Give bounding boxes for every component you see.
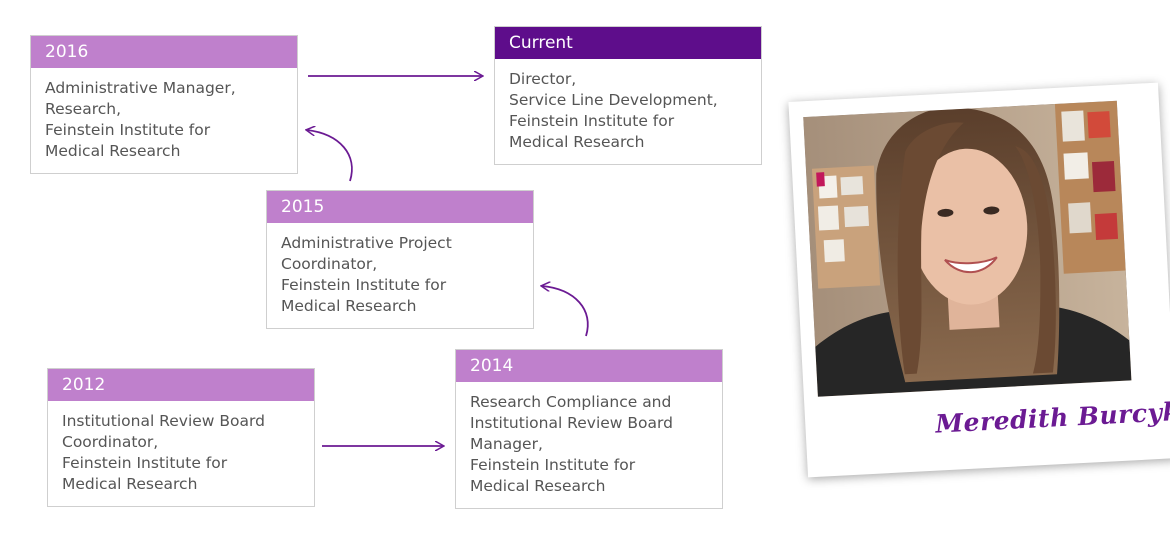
card-description: Institutional Review Board Coordinator, … (48, 401, 314, 495)
card-line: Coordinator, (281, 255, 378, 273)
card-year: 2012 (48, 369, 314, 401)
card-line: Institutional Review Board (62, 412, 265, 430)
card-line: Institutional Review Board (470, 414, 673, 432)
arrow-2014-to-2015 (542, 286, 589, 337)
card-line: Feinstein Institute for (470, 456, 636, 474)
card-line: Administrative Project (281, 234, 452, 252)
timeline-card-current: Current Director, Service Line Developme… (494, 26, 762, 165)
card-line: Medical Research (509, 133, 645, 151)
card-line: Feinstein Institute for (509, 112, 675, 130)
card-line: Medical Research (62, 475, 198, 493)
card-description: Director, Service Line Development, Fein… (495, 59, 761, 153)
card-year: 2016 (31, 36, 297, 68)
card-description: Administrative Project Coordinator, Fein… (267, 223, 533, 317)
card-line: Medical Research (281, 297, 417, 315)
card-year: Current (495, 27, 761, 59)
card-line: Director, (509, 70, 577, 88)
signature: Meredith Burcyk (934, 396, 1170, 439)
card-line: Feinstein Institute for (62, 454, 228, 472)
card-line: Coordinator, (62, 433, 159, 451)
card-description: Research Compliance and Institutional Re… (456, 382, 722, 497)
card-line: Medical Research (45, 142, 181, 160)
card-year: 2015 (267, 191, 533, 223)
timeline-card-2016: 2016 Administrative Manager, Research, F… (30, 35, 298, 174)
card-line: Research, (45, 100, 122, 118)
card-line: Medical Research (470, 477, 606, 495)
card-line: Administrative Manager, (45, 79, 236, 97)
card-line: Feinstein Institute for (45, 121, 211, 139)
card-line: Feinstein Institute for (281, 276, 447, 294)
card-line: Manager, (470, 435, 543, 453)
polaroid-photo: Meredith Burcyk (788, 82, 1170, 478)
card-year: 2014 (456, 350, 722, 382)
portrait-illustration (803, 100, 1132, 397)
arrow-2015-to-2016 (307, 130, 353, 182)
timeline-card-2015: 2015 Administrative Project Coordinator,… (266, 190, 534, 329)
card-line: Service Line Development, (509, 91, 718, 109)
timeline-card-2012: 2012 Institutional Review Board Coordina… (47, 368, 315, 507)
card-description: Administrative Manager, Research, Feinst… (31, 68, 297, 162)
card-line: Research Compliance and (470, 393, 672, 411)
timeline-card-2014: 2014 Research Compliance and Institution… (455, 349, 723, 509)
portrait-photo (803, 100, 1132, 397)
